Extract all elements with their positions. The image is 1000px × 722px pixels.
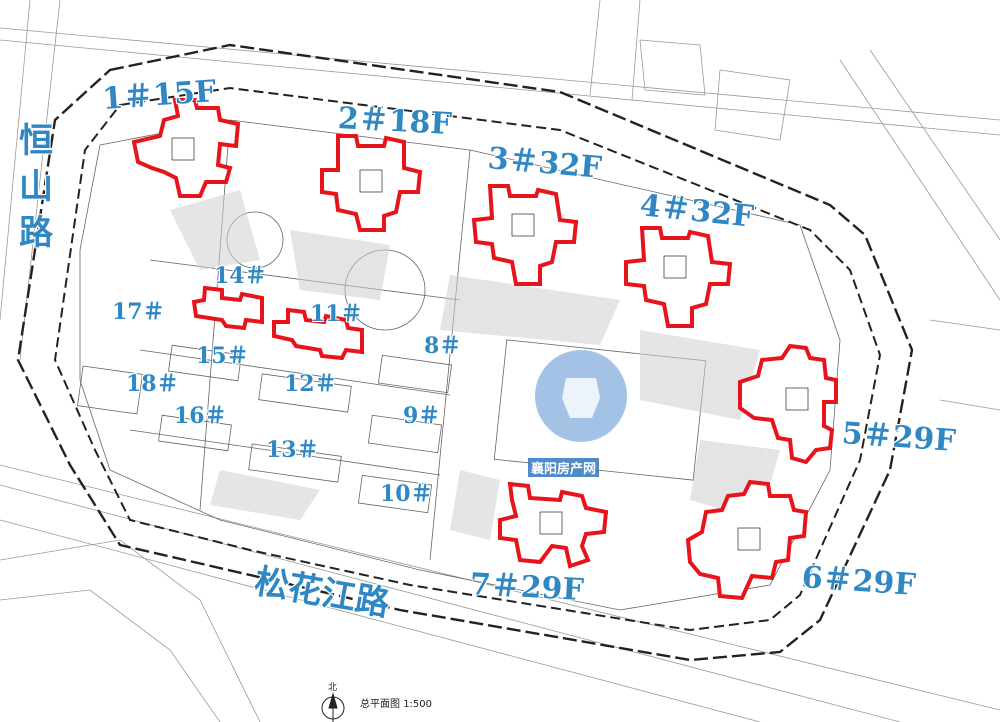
drawing-title: 总平面图 1:500 — [360, 695, 432, 710]
north-label: 北 — [328, 683, 338, 693]
watermark-text: 襄阳房产网 — [528, 458, 600, 477]
building-10-label: 10＃ — [380, 481, 433, 507]
building-7-outline — [498, 481, 609, 569]
building-14-label: 14＃ — [214, 263, 267, 289]
building-16-label: 16＃ — [174, 403, 227, 429]
building-1-outline — [131, 98, 241, 198]
building-12-label: 12＃ — [284, 371, 337, 397]
site-boundary-inner — [53, 86, 882, 632]
north-arrow — [321, 692, 345, 722]
building-9-label: 9＃ — [403, 403, 441, 429]
drawing-title-text: 总平面图 — [360, 699, 400, 710]
building-18-label: 18＃ — [126, 371, 179, 397]
building-1-label: 1＃15F — [101, 74, 218, 117]
building-7-label: 7＃29F — [468, 567, 585, 608]
building-11-outline — [272, 307, 364, 361]
tower-cores — [171, 137, 809, 551]
building-14-outline — [191, 285, 264, 331]
building-15-label: 15＃ — [196, 343, 249, 369]
high-rise-buildings — [131, 98, 838, 601]
watermark-logo — [535, 350, 627, 442]
building-11-label: 11＃ — [310, 301, 363, 327]
building-4-outline — [624, 226, 733, 328]
building-5-outline — [738, 343, 838, 465]
building-13-label: 13＃ — [266, 437, 319, 463]
building-2-outline — [320, 134, 423, 232]
site-boundary-outer — [16, 43, 914, 662]
building-5-label: 5＃29F — [840, 416, 957, 459]
building-2-label: 2＃18F — [336, 101, 453, 142]
building-8-label: 8＃ — [424, 333, 462, 359]
building-17-label: 17＃ — [112, 299, 165, 325]
road-label-west: 恒山路 — [19, 121, 53, 253]
building-6-outline — [685, 479, 809, 601]
building-3-outline — [471, 184, 579, 286]
building-6-label: 6＃29F — [800, 560, 917, 603]
site-boundary — [16, 43, 914, 662]
landscape-areas — [170, 190, 780, 540]
drawing-scale-text: 1:500 — [403, 699, 433, 710]
